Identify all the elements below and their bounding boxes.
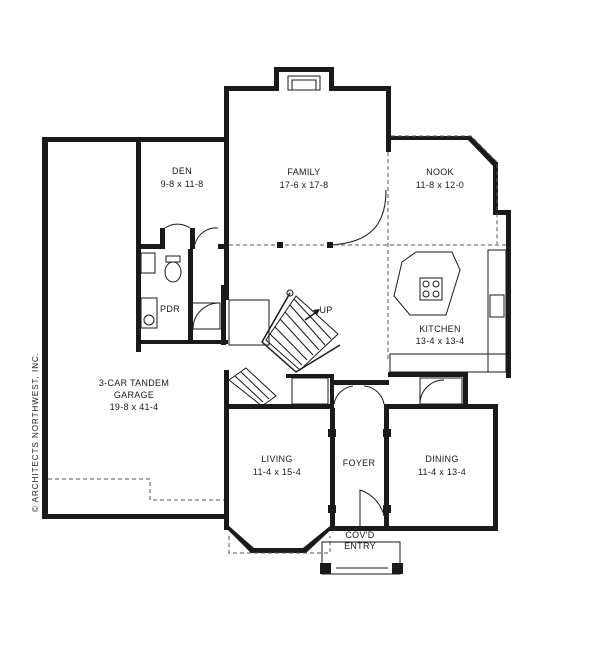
nook-name: NOOK — [426, 167, 454, 177]
cooktop — [419, 277, 443, 301]
pdr-vanity — [140, 297, 158, 329]
garage-walls — [42, 137, 229, 519]
foyer-closet-door-2 — [333, 385, 354, 405]
stair-walls — [224, 248, 334, 409]
foyer-post-1 — [383, 429, 391, 437]
living-post-2 — [328, 505, 336, 513]
entry-door-swing — [359, 489, 385, 526]
fireplace — [274, 67, 334, 91]
foyer-post-2 — [383, 505, 391, 513]
family-arch — [329, 189, 387, 246]
foyer-closet-door — [363, 385, 385, 405]
pdr-name: PDR — [160, 304, 180, 314]
family-name: FAMILY — [287, 167, 320, 177]
toilet-fixture — [164, 261, 182, 283]
kitchen-name: KITCHEN — [419, 324, 461, 334]
stair-rail — [261, 292, 341, 373]
dining-name: DINING — [425, 454, 458, 464]
pantry-door-swing — [419, 379, 445, 405]
stair-lower-run — [228, 367, 277, 407]
pdr-closet — [191, 302, 221, 330]
nook-dims: 11-8 x 12-0 — [416, 180, 464, 190]
sink-fixture — [140, 252, 156, 274]
entry-pier-1 — [320, 563, 331, 574]
den-door-swing-2 — [194, 227, 219, 245]
windows — [43, 100, 509, 551]
newel-post — [286, 289, 294, 297]
dining-dims: 11-4 x 13-4 — [418, 467, 466, 477]
stair-up-label: UP — [319, 305, 332, 315]
pdr-door-swing — [192, 302, 220, 330]
stair-treads — [269, 298, 332, 366]
stair-landing — [228, 299, 270, 346]
burner-1 — [422, 280, 430, 288]
kitchen-south-wall — [388, 372, 468, 377]
garage-name-line2: GARAGE — [114, 390, 154, 400]
kitchen-counter-south — [389, 353, 507, 373]
garage-name-line1: 3-CAR TANDEM — [99, 378, 169, 388]
kitchen-dims: 13-4 x 13-4 — [416, 336, 465, 346]
toilet-tank — [165, 255, 181, 263]
burner-2 — [432, 280, 440, 288]
pdr-sink — [143, 314, 155, 326]
pantry-wall — [463, 372, 468, 408]
entry-line1: COV'D — [345, 530, 374, 540]
den-walls — [136, 137, 228, 249]
pantry — [419, 377, 463, 405]
den-door-swing — [164, 223, 191, 229]
den-dims: 9-8 x 11-8 — [161, 179, 204, 189]
family-dims: 17-6 x 17-8 — [280, 180, 329, 190]
burner-4 — [432, 290, 440, 298]
burner-3 — [422, 290, 430, 298]
nook-bay-outline — [391, 135, 498, 244]
stair-up-arrow-head — [313, 309, 320, 315]
living-bay-dash — [228, 536, 331, 554]
living-name: LIVING — [261, 454, 292, 464]
living-dims: 11-4 x 15-4 — [253, 467, 301, 477]
entry-porch — [321, 541, 401, 575]
foyer-closet-wall — [333, 380, 389, 385]
entry-pier-2 — [392, 563, 403, 574]
living-bay — [224, 526, 335, 553]
stair-run — [265, 295, 339, 371]
kitchen-sink — [489, 294, 505, 318]
stair-lower-tread-2 — [240, 371, 270, 400]
pdr-walls — [136, 249, 228, 345]
stair-closet — [291, 377, 329, 405]
stair-lower-tread-1 — [234, 375, 264, 403]
copyright-text: © ARCHITECTS NORTHWEST, INC. — [31, 352, 40, 512]
family-post-2 — [327, 242, 333, 248]
den-name: DEN — [172, 166, 192, 176]
garage-dims: 19-8 x 41-4 — [110, 402, 159, 412]
garage-slab-line — [48, 478, 224, 501]
living-post-1 — [328, 429, 336, 437]
family-post-1 — [277, 242, 283, 248]
foyer-walls — [330, 404, 389, 531]
entry-line2: ENTRY — [344, 541, 376, 551]
kitchen-island — [393, 251, 461, 316]
foyer-name: FOYER — [343, 458, 376, 468]
